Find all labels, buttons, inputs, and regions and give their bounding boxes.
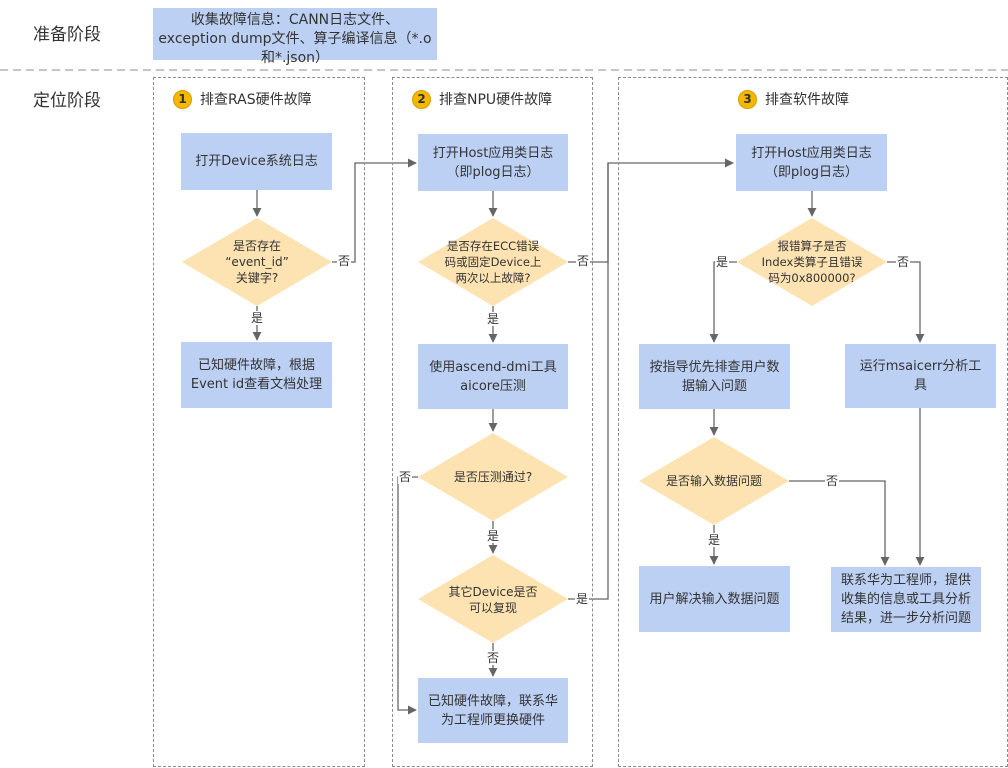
column-title-text: 排查RAS硬件故障	[200, 92, 312, 108]
decision-diamond-reproduce	[418, 555, 568, 643]
edge-operator-yes	[709, 261, 737, 343]
edge-input-no	[789, 480, 890, 566]
decision-diamond-operator	[737, 218, 887, 306]
step-run-msaicerr: 运行msaicerr分析工 具	[845, 344, 996, 408]
column-title-npu: 2 排查NPU硬件故障	[412, 89, 552, 109]
column-frame-ras	[153, 77, 365, 767]
decision-diamond-event-id	[182, 218, 332, 306]
decision-ecc-text: 是否存在ECC错误 码或固定Device上 两次以上故障?	[444, 239, 542, 285]
edge-label-yes: 是	[486, 312, 501, 326]
step-ascend-dmi-stress: 使用ascend-dmi工具 aicore压测	[418, 344, 568, 409]
step-user-fix-input: 用户解决输入数据问题	[639, 566, 790, 632]
step-replace-hardware: 已知硬件故障，联系华 为工程师更换硬件	[418, 678, 568, 743]
stage-label-locate: 定位阶段	[33, 91, 101, 111]
column-title-text: 排查NPU硬件故障	[439, 92, 553, 108]
edge-label-yes: 是	[486, 529, 501, 543]
decision-operator-text: 报错算子是否 Index类算子且错误 码为0x800000?	[761, 239, 863, 285]
step-contact-engineer: 联系华为工程师，提供 收集的信息或工具分析 结果，进一步分析问题	[831, 567, 981, 632]
decision-stress-pass-text: 是否压测通过?	[453, 470, 533, 484]
edge-label-no: 否	[398, 470, 413, 484]
step-known-fault-doc: 已知硬件故障，根据 Event id查看文档处理	[181, 342, 332, 408]
column-frame-npu	[392, 77, 593, 767]
edge-label-yes: 是	[250, 311, 265, 325]
column-title-text: 排查软件故障	[765, 92, 849, 108]
edge-label-no: 否	[337, 254, 352, 268]
step-number-badge: 3	[738, 89, 757, 109]
step-check-user-input: 按指导优先排查用户数 据输入问题	[639, 344, 790, 409]
edge-label-no: 否	[486, 651, 501, 665]
stage-label-prepare: 准备阶段	[33, 25, 101, 45]
step-open-host-log-software: 打开Host应用类日志 （即plog日志）	[736, 134, 887, 191]
decision-diamond-ecc	[418, 218, 568, 306]
edge-label-no: 否	[576, 254, 591, 268]
step-number-badge: 2	[412, 89, 431, 109]
decision-input-problem-text: 是否输入数据问题	[665, 474, 762, 488]
prepare-info-box: 收集故障信息：CANN日志文件、exception dump文件、算子编译信息（…	[153, 8, 437, 66]
column-title-software: 3 排查软件故障	[738, 89, 849, 109]
edge-label-no: 否	[825, 474, 840, 488]
edge-label-yes: 是	[715, 255, 730, 269]
decision-event-id-text: 是否存在 “event_id” 关键字?	[225, 239, 289, 285]
step-open-host-log-npu: 打开Host应用类日志 （即plog日志）	[418, 134, 568, 191]
edge-label-no: 否	[896, 255, 911, 269]
decision-diamond-stress-pass	[418, 433, 568, 521]
edge-label-yes: 是	[707, 533, 722, 547]
column-title-ras: 1 排查RAS硬件故障	[173, 89, 312, 109]
step-open-device-log: 打开Device系统日志	[181, 133, 332, 190]
step-number-badge: 1	[173, 89, 192, 109]
decision-diamond-input-problem	[639, 437, 789, 525]
edge-label-yes: 是	[575, 592, 590, 606]
decision-reproduce-text: 其它Device是否 可以复现	[448, 585, 538, 615]
